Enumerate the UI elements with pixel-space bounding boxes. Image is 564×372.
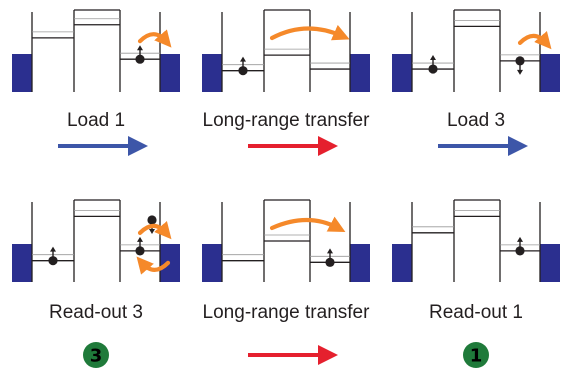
panel-1: Load 1: [12, 9, 180, 156]
panel-6: Read-out 1 1: [392, 199, 560, 368]
electron-spin-icon: [515, 236, 525, 256]
left-reservoir: [202, 244, 222, 282]
orange-curved-arrow-icon: [269, 24, 350, 41]
left-reservoir: [12, 54, 32, 92]
right-reservoir: [540, 54, 560, 92]
orange-curved-arrow-icon: [517, 30, 552, 50]
orange-curved-arrow-icon: [137, 29, 172, 48]
step-label: Long-range transfer: [203, 110, 371, 131]
electron-spin-icon: [238, 56, 248, 76]
orange-curved-arrow-icon: [269, 216, 346, 232]
right-reservoir: [540, 244, 560, 282]
step-label: Long-range transfer: [203, 302, 371, 323]
step-label: Read-out 1: [429, 302, 523, 323]
panel-5: Long-range transfer: [202, 199, 371, 365]
electron-spin-icon: [515, 56, 525, 75]
electron-spin-icon: [428, 55, 438, 74]
badge-number: 1: [470, 346, 483, 367]
step-label: Read-out 3: [49, 302, 143, 323]
panel-2: Long-range transfer: [202, 9, 371, 156]
left-reservoir: [392, 244, 412, 282]
electron-spin-icon: [325, 248, 335, 267]
orange-curved-arrow-icon: [136, 256, 171, 275]
orange-curved-arrow-icon: [137, 220, 172, 240]
left-reservoir: [12, 244, 32, 282]
right-reservoir: [160, 54, 180, 92]
right-reservoir: [350, 244, 370, 282]
left-reservoir: [202, 54, 222, 92]
panel-4: Read-out 3 3: [12, 199, 180, 368]
right-reservoir: [350, 54, 370, 92]
left-reservoir: [392, 54, 412, 92]
readout-badge: 1: [463, 342, 489, 368]
electron-spin-icon: [135, 45, 145, 64]
panel-3: Load 3: [392, 9, 560, 156]
badge-number: 3: [90, 346, 103, 367]
step-label: Load 3: [447, 110, 505, 131]
readout-badge: 3: [83, 342, 109, 368]
electron-spin-icon: [135, 236, 145, 256]
electron-spin-icon: [48, 246, 58, 266]
step-label: Load 1: [67, 110, 125, 131]
